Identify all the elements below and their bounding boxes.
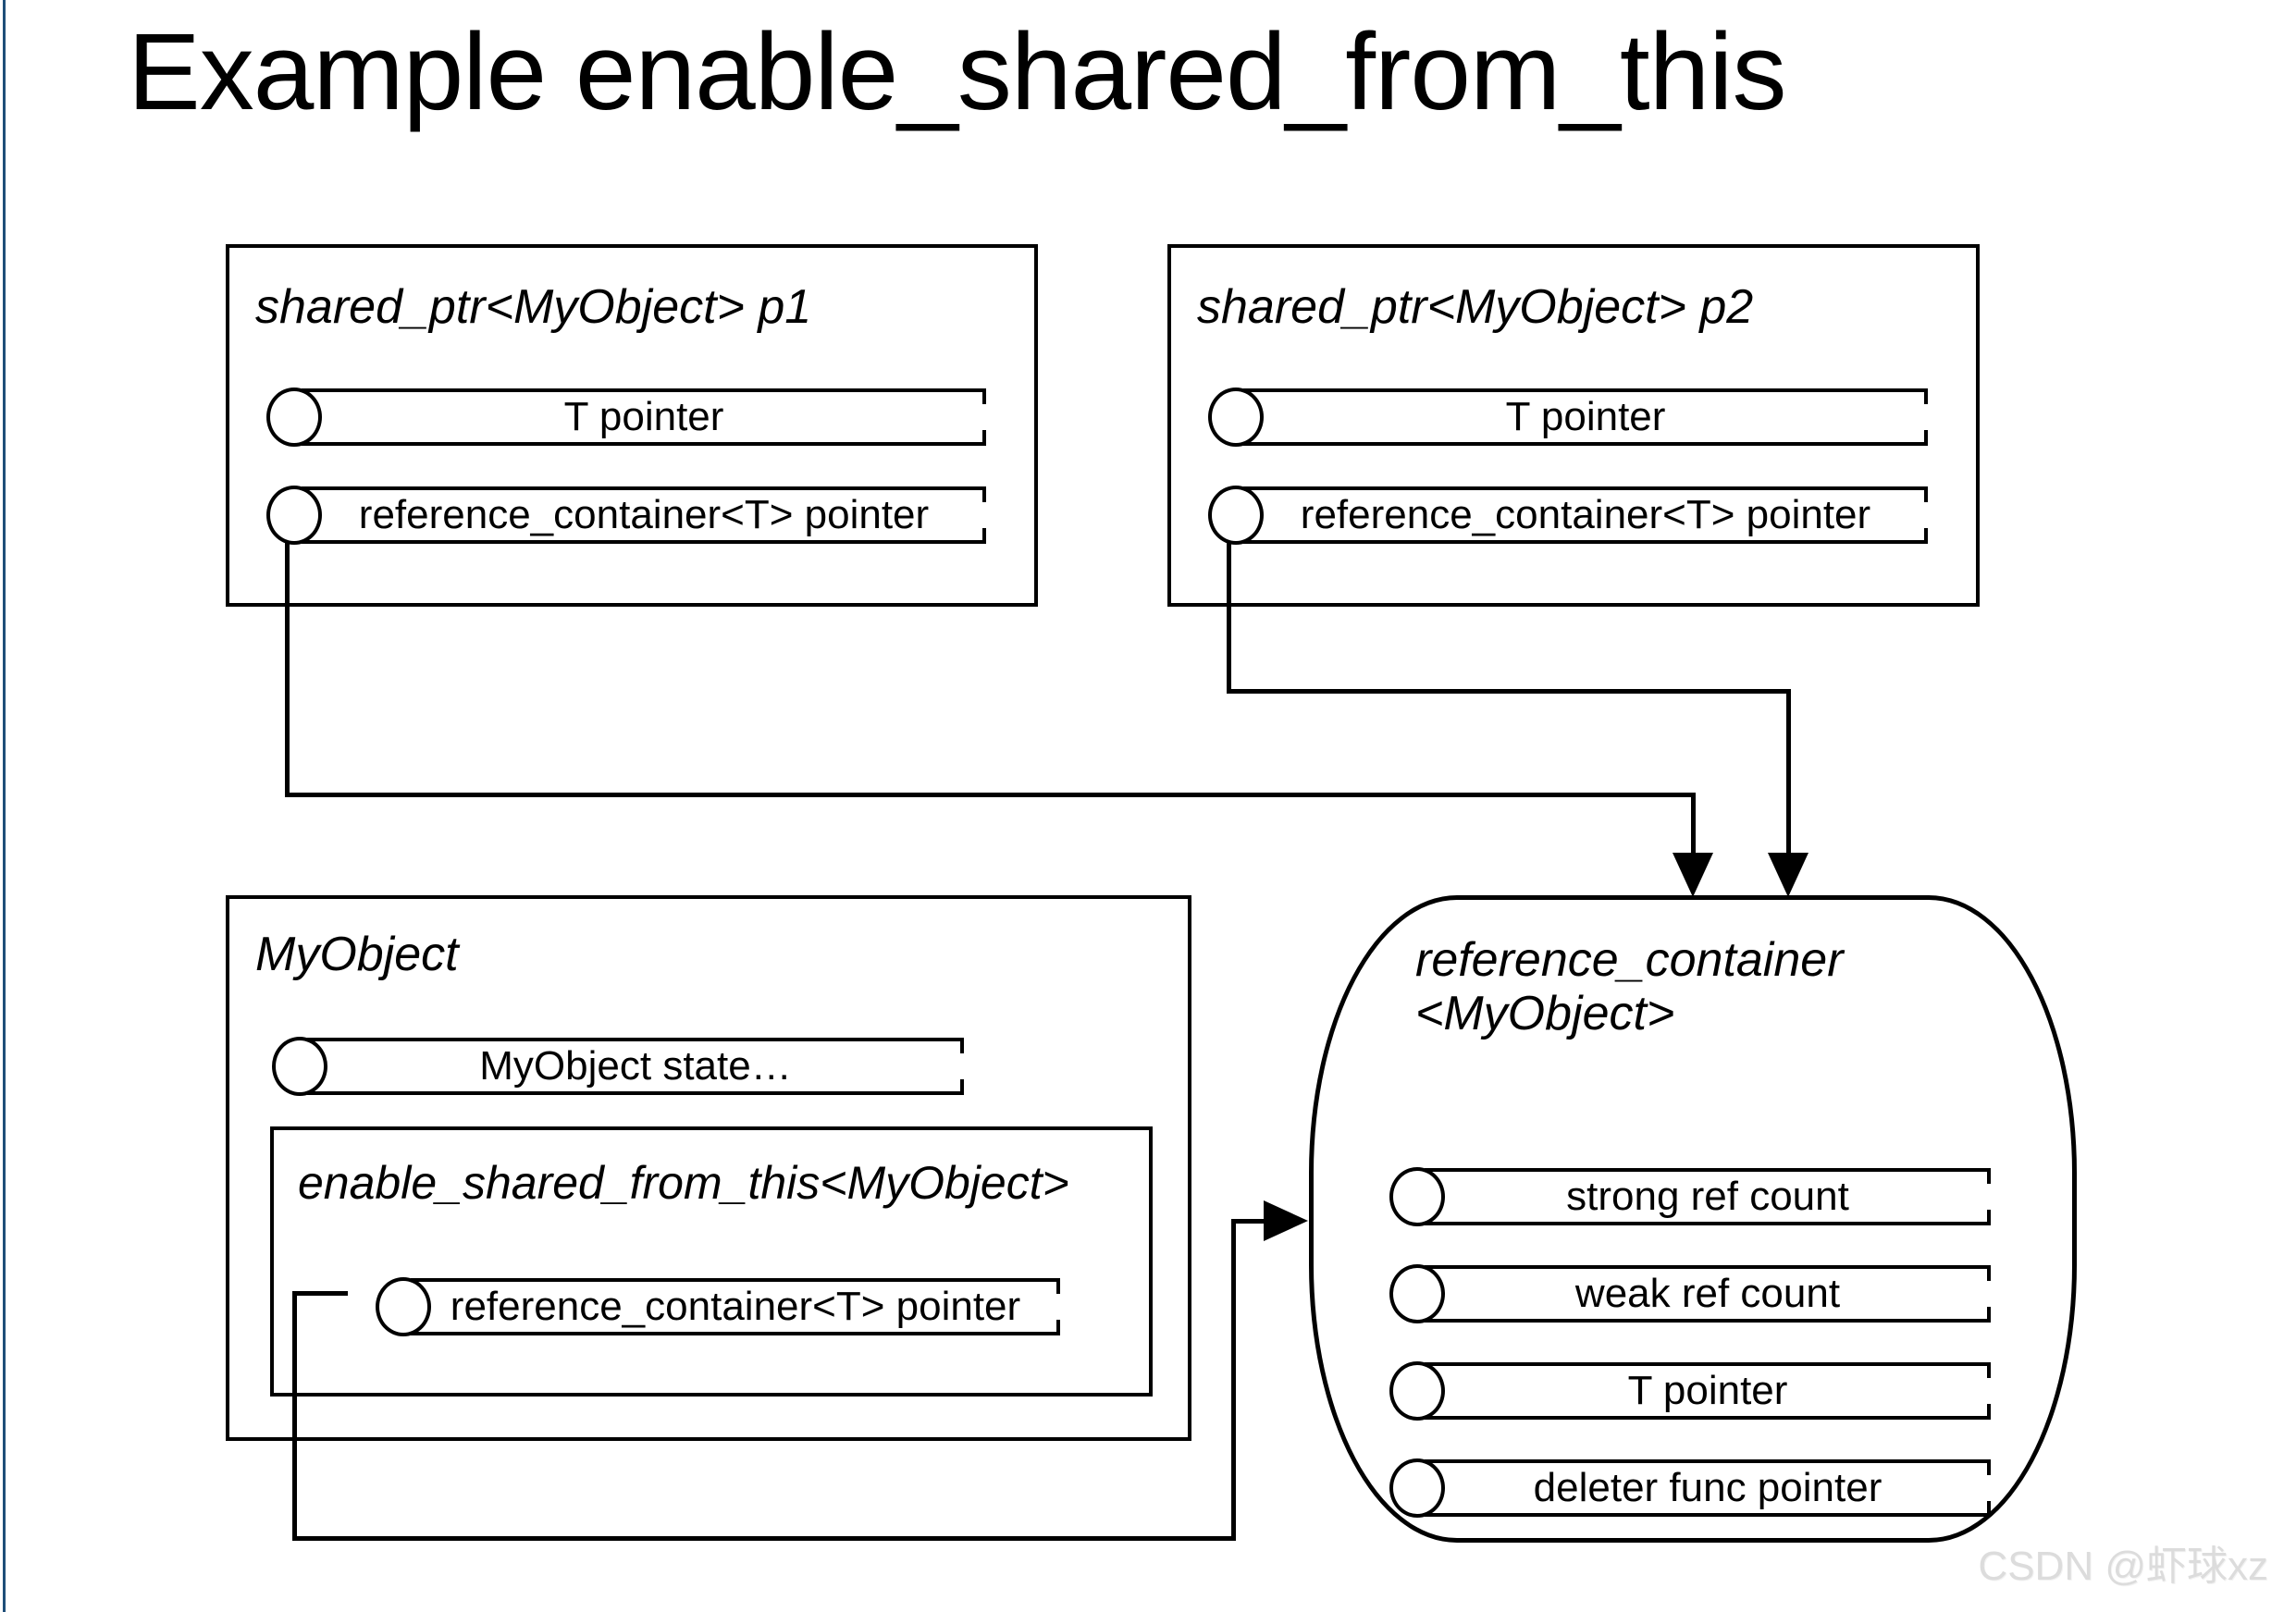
field-rc-weak-ref-count: weak ref count	[1389, 1264, 1991, 1323]
connector-p2-arrowhead-icon	[1768, 853, 1808, 897]
connector-p2-segment-down	[1227, 535, 1231, 692]
connector-p1-segment-down	[285, 535, 290, 797]
box-title-enable-shared-from-this: enable_shared_from_this<MyObject>	[298, 1157, 1069, 1209]
field-rc-deleter-func-pointer: deleter func pointer	[1389, 1458, 1991, 1518]
box-reference-container: reference_container <MyObject> strong re…	[1309, 895, 2077, 1543]
field-p2-refcontainer-pointer: reference_container<T> pointer	[1208, 486, 1928, 545]
field-label: T pointer	[563, 394, 724, 439]
field-slot-circle-icon	[1389, 1264, 1445, 1323]
field-slot-circle-icon	[272, 1037, 327, 1096]
slide-left-edge-rule	[3, 0, 6, 1612]
field-slot-circle-icon	[1208, 388, 1264, 447]
box-title-myobject: MyObject	[255, 928, 459, 981]
field-slot-circle-icon	[266, 486, 322, 545]
box-title-reference-container: reference_container <MyObject>	[1415, 933, 1844, 1041]
field-esft-refcontainer-pointer: reference_container<T> pointer	[376, 1277, 1060, 1336]
box-myobject: MyObject MyObject state… enable_shared_f…	[226, 895, 1191, 1441]
connector-esft-segment-down	[292, 1291, 297, 1541]
field-label: T pointer	[1505, 394, 1666, 439]
field-rc-strong-ref-count: strong ref count	[1389, 1167, 1991, 1226]
connector-esft-arrowhead-icon	[1264, 1200, 1308, 1241]
box-shared-ptr-p2: shared_ptr<MyObject> p2 T pointer refere…	[1167, 244, 1980, 607]
field-label: reference_container<T> pointer	[358, 492, 930, 537]
field-slot-circle-icon	[1389, 1361, 1445, 1421]
connector-esft-segment-right	[292, 1536, 1236, 1541]
field-label: deleter func pointer	[1533, 1465, 1882, 1510]
connector-esft-segment-right2	[1231, 1219, 1270, 1224]
field-p1-refcontainer-pointer: reference_container<T> pointer	[266, 486, 986, 545]
field-slot-circle-icon	[1389, 1458, 1445, 1518]
field-label: T pointer	[1627, 1368, 1788, 1413]
field-rc-t-pointer: T pointer	[1389, 1361, 1991, 1421]
page-title: Example enable_shared_from_this	[128, 11, 1787, 133]
box-enable-shared-from-this: enable_shared_from_this<MyObject> refere…	[270, 1126, 1153, 1397]
connector-p2-segment-right	[1227, 689, 1791, 694]
field-label: MyObject state…	[479, 1043, 792, 1089]
field-slot-circle-icon	[1208, 486, 1264, 545]
csdn-watermark: CSDN @虾球xz	[1978, 1544, 2268, 1589]
field-p2-t-pointer: T pointer	[1208, 388, 1928, 447]
field-slot-circle-icon	[1389, 1167, 1445, 1226]
connector-esft-segment-up	[1231, 1219, 1236, 1541]
field-label: weak ref count	[1574, 1271, 1841, 1316]
connector-p2-segment-down2	[1786, 689, 1791, 855]
connector-p1-segment-down2	[1691, 793, 1696, 855]
field-slot-circle-icon	[376, 1277, 431, 1336]
connector-p1-segment-right	[285, 793, 1696, 797]
field-label: reference_container<T> pointer	[1300, 492, 1871, 537]
connector-esft-segment-left	[292, 1291, 348, 1296]
field-myobject-state: MyObject state…	[272, 1037, 964, 1096]
field-label: strong ref count	[1566, 1174, 1849, 1219]
box-title-p2: shared_ptr<MyObject> p2	[1197, 280, 1754, 334]
field-label: reference_container<T> pointer	[450, 1284, 1021, 1329]
field-slot-circle-icon	[266, 388, 322, 447]
connector-p1-arrowhead-icon	[1673, 853, 1713, 897]
box-title-p1: shared_ptr<MyObject> p1	[255, 280, 812, 334]
box-shared-ptr-p1: shared_ptr<MyObject> p1 T pointer refere…	[226, 244, 1038, 607]
field-p1-t-pointer: T pointer	[266, 388, 986, 447]
